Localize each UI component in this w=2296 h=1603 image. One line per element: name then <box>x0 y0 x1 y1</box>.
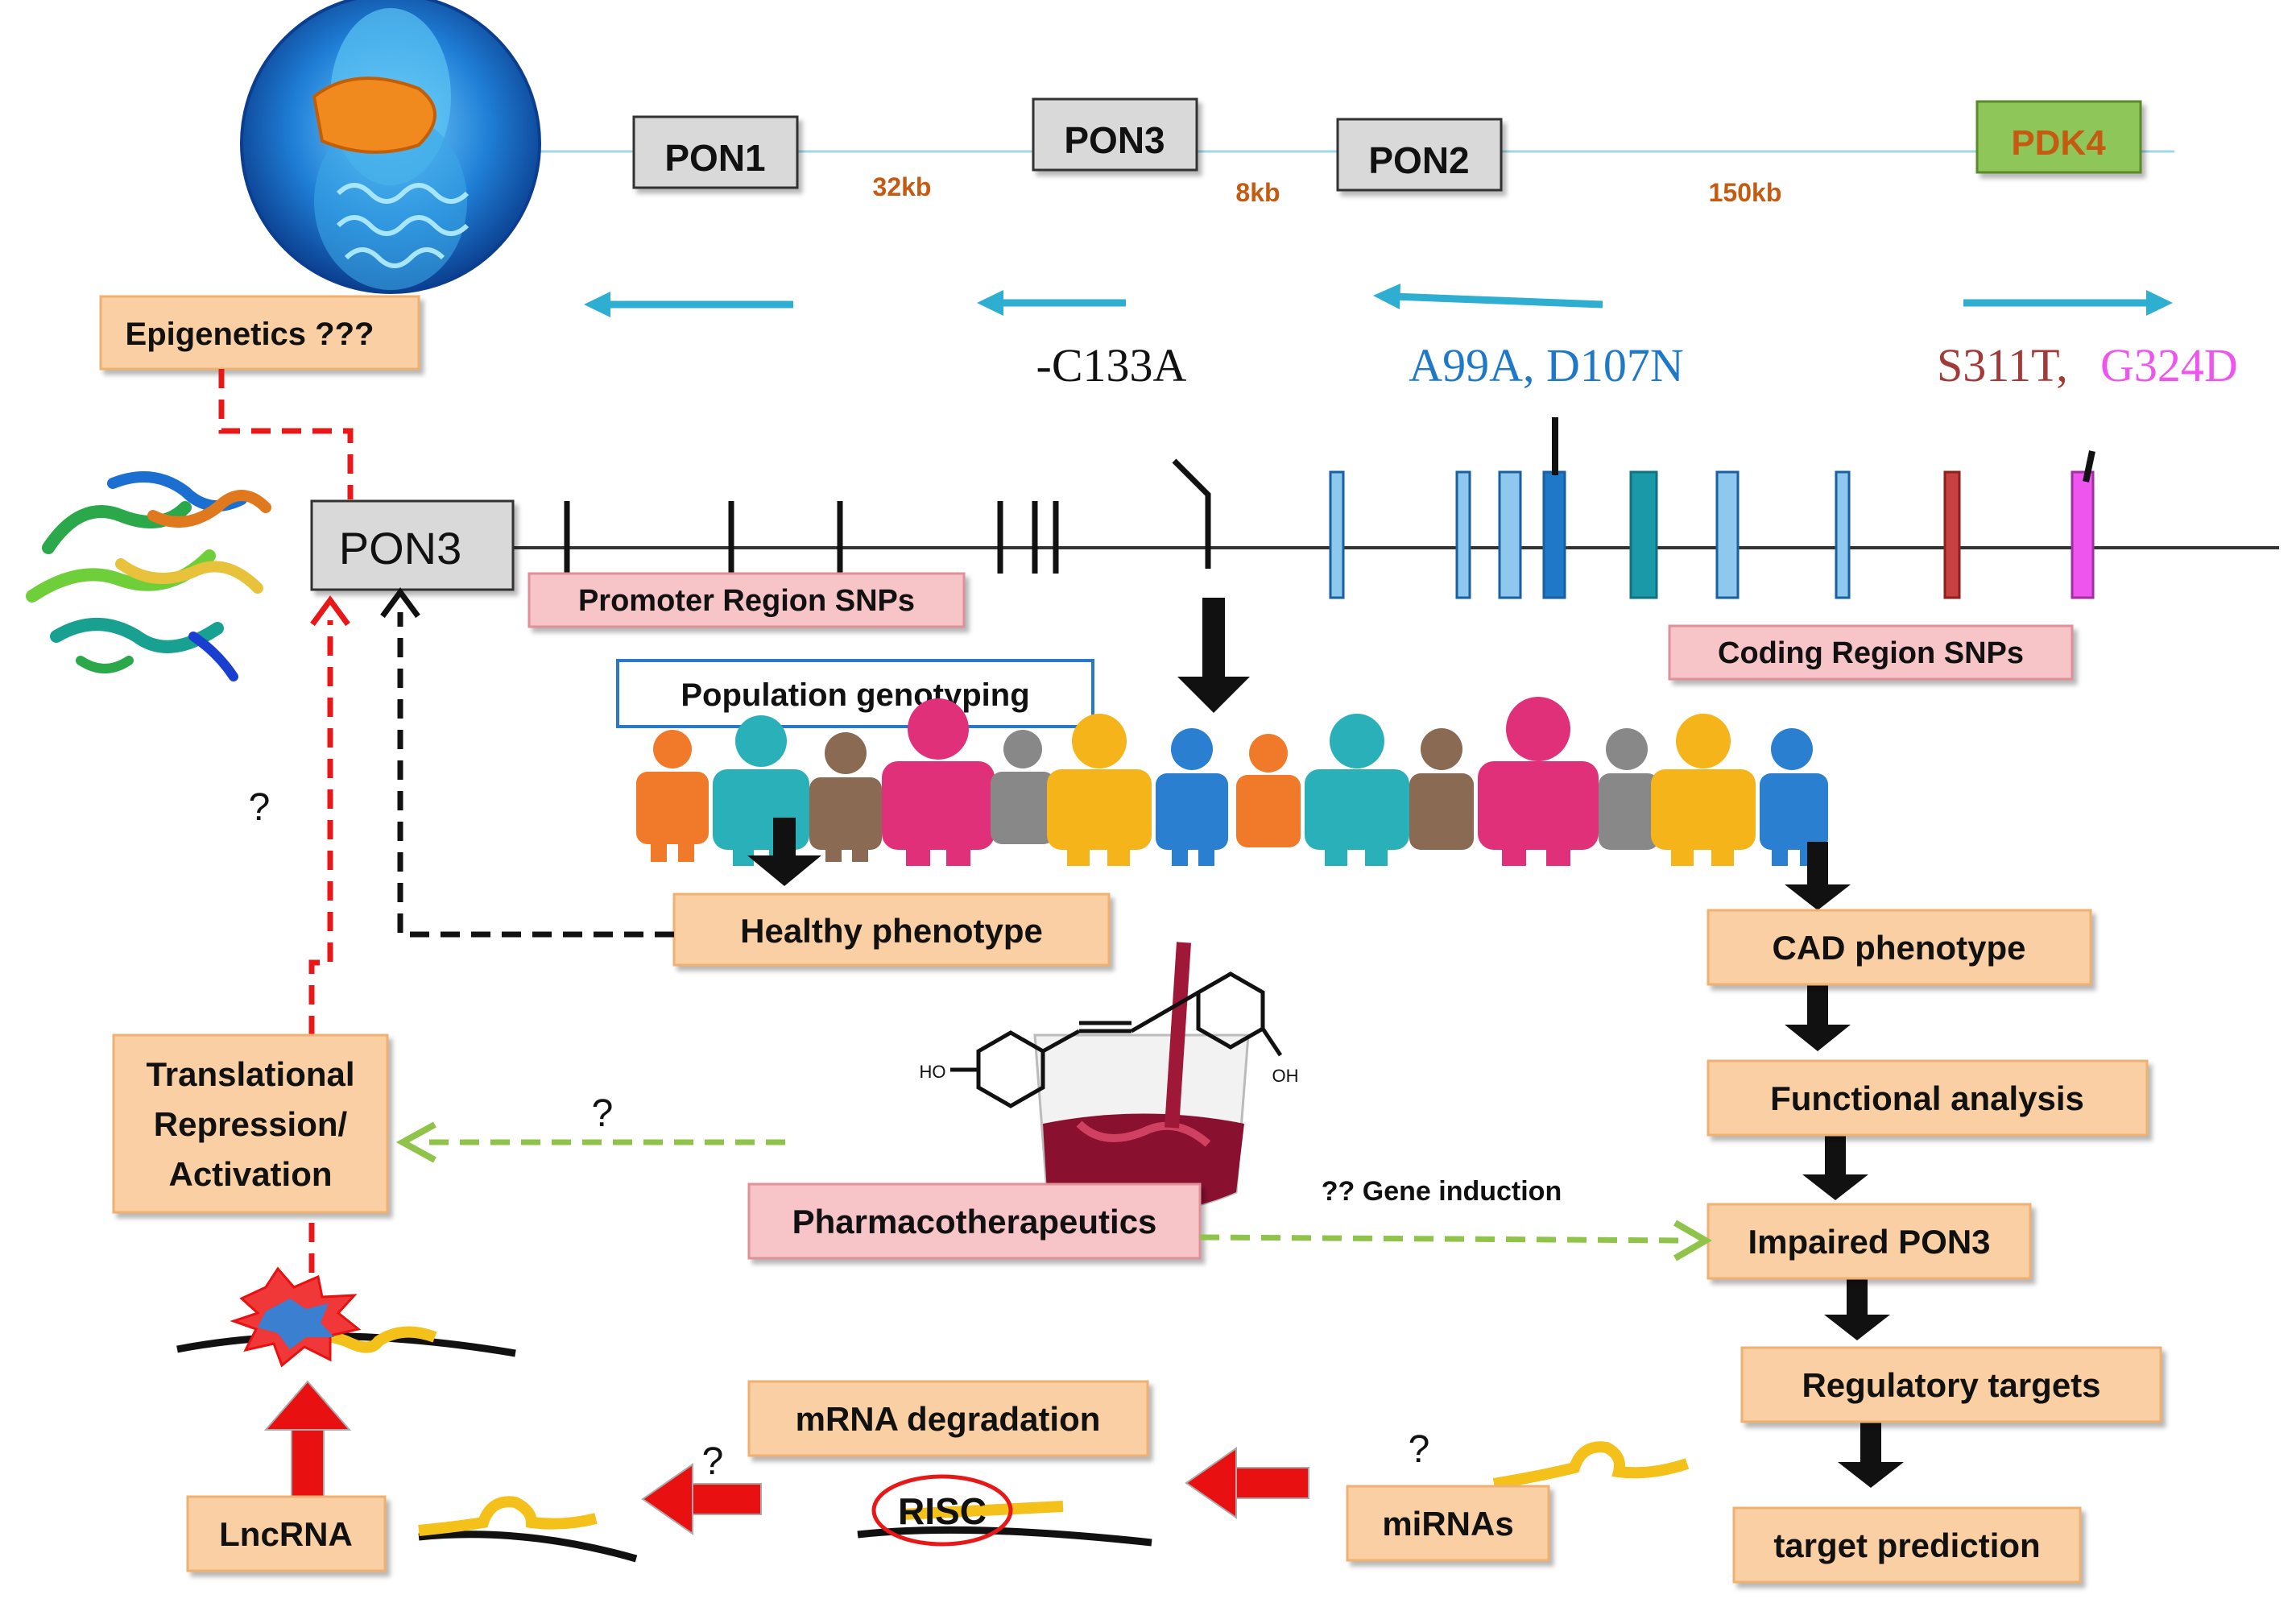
arrow-to-population <box>1177 598 1250 713</box>
regulatory-targets-box <box>1740 1346 2162 1423</box>
pon1-gene-box <box>632 115 799 189</box>
epigenetics-box <box>99 295 420 371</box>
promoter-snps-box <box>527 572 966 628</box>
functional-analysis-box <box>1706 1059 2149 1137</box>
cad-column-arrows <box>1785 842 1904 1488</box>
ho-label: HO <box>920 1062 946 1082</box>
pon1-label: PON1 <box>664 137 765 179</box>
epigenetics-dashed-connector <box>218 369 354 499</box>
population-genotyping-label: Population genotyping <box>681 677 1029 713</box>
arrow-to-healthy <box>747 818 821 886</box>
population-genotyping-box <box>616 659 1094 728</box>
mirna-yellow-strand <box>1492 1441 1690 1489</box>
distance-8kb: 8kb <box>1235 178 1280 207</box>
arrow-lncrna-up <box>263 1380 352 1503</box>
cad-phenotype-label: CAD phenotype <box>1773 929 2026 967</box>
pon2-gene-box <box>1336 118 1503 192</box>
risc-ellipse <box>871 1474 1013 1547</box>
mrna-degradation-label: mRNA degradation <box>796 1400 1101 1438</box>
pon3-main-box <box>310 499 515 591</box>
distance-150kb: 150kb <box>1709 178 1782 207</box>
epigenetics-label: Epigenetics ??? <box>126 317 374 352</box>
question-mirna: ? <box>1409 1428 1430 1471</box>
snp-c133a: -C133A <box>1036 339 1187 391</box>
pon2-label: PON2 <box>1368 139 1469 181</box>
distance-32kb: 32kb <box>873 172 932 201</box>
pon3-label: PON3 <box>1064 119 1165 161</box>
snp-a99a-d107n: A99A, D107N <box>1409 339 1684 391</box>
question-pharma: ? <box>592 1092 614 1135</box>
translational-label-2: Repression/ <box>154 1105 348 1143</box>
gene-induction-label: ?? Gene induction <box>1322 1176 1562 1207</box>
exon-bars <box>1329 470 2095 599</box>
regulatory-targets-label: Regulatory targets <box>1802 1366 2100 1404</box>
target-prediction-label: target prediction <box>1773 1526 2040 1564</box>
pdk4-gene-box <box>1975 100 2142 174</box>
lncrna-label: LncRNA <box>219 1515 353 1553</box>
translational-dashed-arrowhead <box>310 595 350 627</box>
risc-yellow <box>901 1501 1064 1520</box>
pon3-gene-box <box>1032 97 1198 172</box>
protein-structure-image <box>26 471 271 681</box>
translational-label-1: Translational <box>146 1055 354 1093</box>
question-degradation: ? <box>702 1440 724 1483</box>
snp-g324d: G324D <box>2100 339 2238 391</box>
healthy-phenotype-box <box>672 893 1111 967</box>
promoter-snps-label: Promoter Region SNPs <box>578 584 915 618</box>
arrow-degradation-left <box>641 1463 762 1535</box>
translational-box <box>112 1033 389 1214</box>
gene-induction-arrowhead <box>1673 1220 1712 1261</box>
mirnas-label: miRNAs <box>1382 1505 1513 1543</box>
arrow-mirna-left <box>1185 1447 1309 1519</box>
impaired-pon3-box <box>1706 1203 2032 1280</box>
resveratrol-structure <box>950 971 1283 1108</box>
degraded-mrna-strand <box>418 1531 638 1563</box>
explosion-core <box>258 1299 334 1349</box>
target-prediction-box <box>1732 1506 2082 1584</box>
mirnas-box <box>1346 1485 1550 1562</box>
risc-label: RISC <box>898 1490 987 1532</box>
pon3-main-label: PON3 <box>339 523 462 574</box>
translational-label-3: Activation <box>168 1155 332 1193</box>
degraded-mrna-yellow <box>418 1496 598 1536</box>
snp-s311t: S311T, <box>1937 339 2068 391</box>
question-left: ? <box>249 786 271 829</box>
pdk4-label: PDK4 <box>2011 123 2106 163</box>
functional-analysis-label: Functional analysis <box>1770 1079 2084 1117</box>
healthy-phenotype-label: Healthy phenotype <box>740 912 1043 950</box>
healthy-dashed-arrowhead <box>380 587 420 619</box>
pharmacotherapeutics-box <box>747 1183 1202 1260</box>
coding-snps-label: Coding Region SNPs <box>1718 636 2024 670</box>
human-body-image <box>240 0 541 294</box>
coding-snps-box <box>1668 624 2074 681</box>
exon-snp-tick-g324d <box>2083 450 2095 483</box>
direction-arrows <box>584 284 2173 317</box>
impaired-pon3-label: Impaired PON3 <box>1748 1223 1990 1261</box>
cad-phenotype-box <box>1706 909 2092 986</box>
pharmacotherapeutics-label: Pharmacotherapeutics <box>792 1203 1157 1241</box>
oh-label: OH <box>1272 1066 1299 1086</box>
promoter-snp-ticks <box>564 458 1211 574</box>
pharma-to-translational-arrowhead <box>395 1121 436 1163</box>
lncrna-box <box>186 1495 387 1572</box>
mrna-degradation-box <box>747 1380 1149 1457</box>
gene-induction-dashed <box>1199 1234 1684 1244</box>
translational-dashed-connector <box>308 620 333 1035</box>
population-people-image <box>636 697 1828 866</box>
